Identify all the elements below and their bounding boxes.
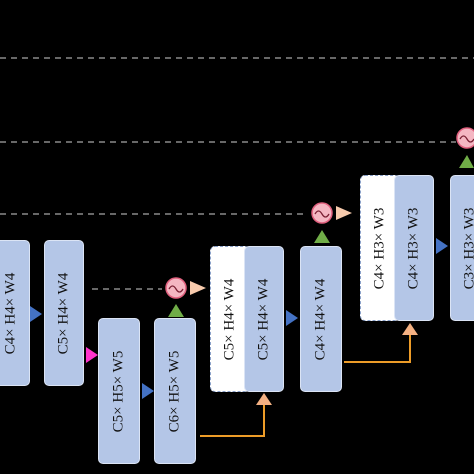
triangle-arrow-icon (86, 347, 98, 363)
block-label: C4× H3× W3 (371, 207, 388, 289)
feature-block-8: C3× H3× W3 (450, 175, 474, 321)
feature-block-6: C4× H4× W4 (300, 246, 342, 392)
block-label: C5× H4× W4 (255, 278, 272, 360)
block-label: C5× H4× W4 (55, 272, 72, 354)
attention-wave (459, 135, 474, 143)
block-label: C5× H5× W5 (110, 350, 127, 432)
skip-connector-2 (344, 335, 411, 363)
triangle-arrow-icon (168, 304, 184, 317)
attention-wave (314, 210, 330, 218)
triangle-arrow-icon (336, 206, 352, 220)
attention-circle-icon (456, 127, 474, 149)
attention-wave (168, 285, 184, 293)
triangle-arrow-icon (436, 238, 448, 254)
block-label: C4× H3× W3 (405, 207, 422, 289)
block-label: C3× H3× W3 (461, 207, 474, 289)
triangle-arrow-icon (402, 323, 418, 335)
block-label: C4× H4× W4 (312, 278, 329, 360)
triangle-arrow-icon (459, 155, 474, 168)
block-label: C6× H5× W5 (166, 350, 183, 432)
triangle-arrow-icon (256, 393, 272, 405)
feature-block-7: C4× H3× W3 (394, 175, 434, 321)
feature-block-3: C5× H5× W5 (98, 318, 140, 464)
concat-block-1: C5× H4× W4 (210, 246, 250, 392)
triangle-arrow-icon (142, 383, 154, 399)
feature-block-5: C5× H4× W4 (244, 246, 284, 392)
block-label: C4× H4× W4 (2, 272, 19, 354)
triangle-arrow-icon (190, 281, 206, 295)
triangle-arrow-icon (314, 230, 330, 243)
feature-block-4: C6× H5× W5 (154, 318, 196, 464)
skip-connector-1 (200, 405, 265, 437)
feature-block-1: C4× H4× W4 (0, 240, 30, 386)
feature-block-2: C5× H4× W4 (44, 240, 84, 386)
triangle-arrow-icon (286, 310, 298, 326)
triangle-arrow-icon (30, 306, 42, 322)
block-label: C5× H4× W4 (221, 278, 238, 360)
